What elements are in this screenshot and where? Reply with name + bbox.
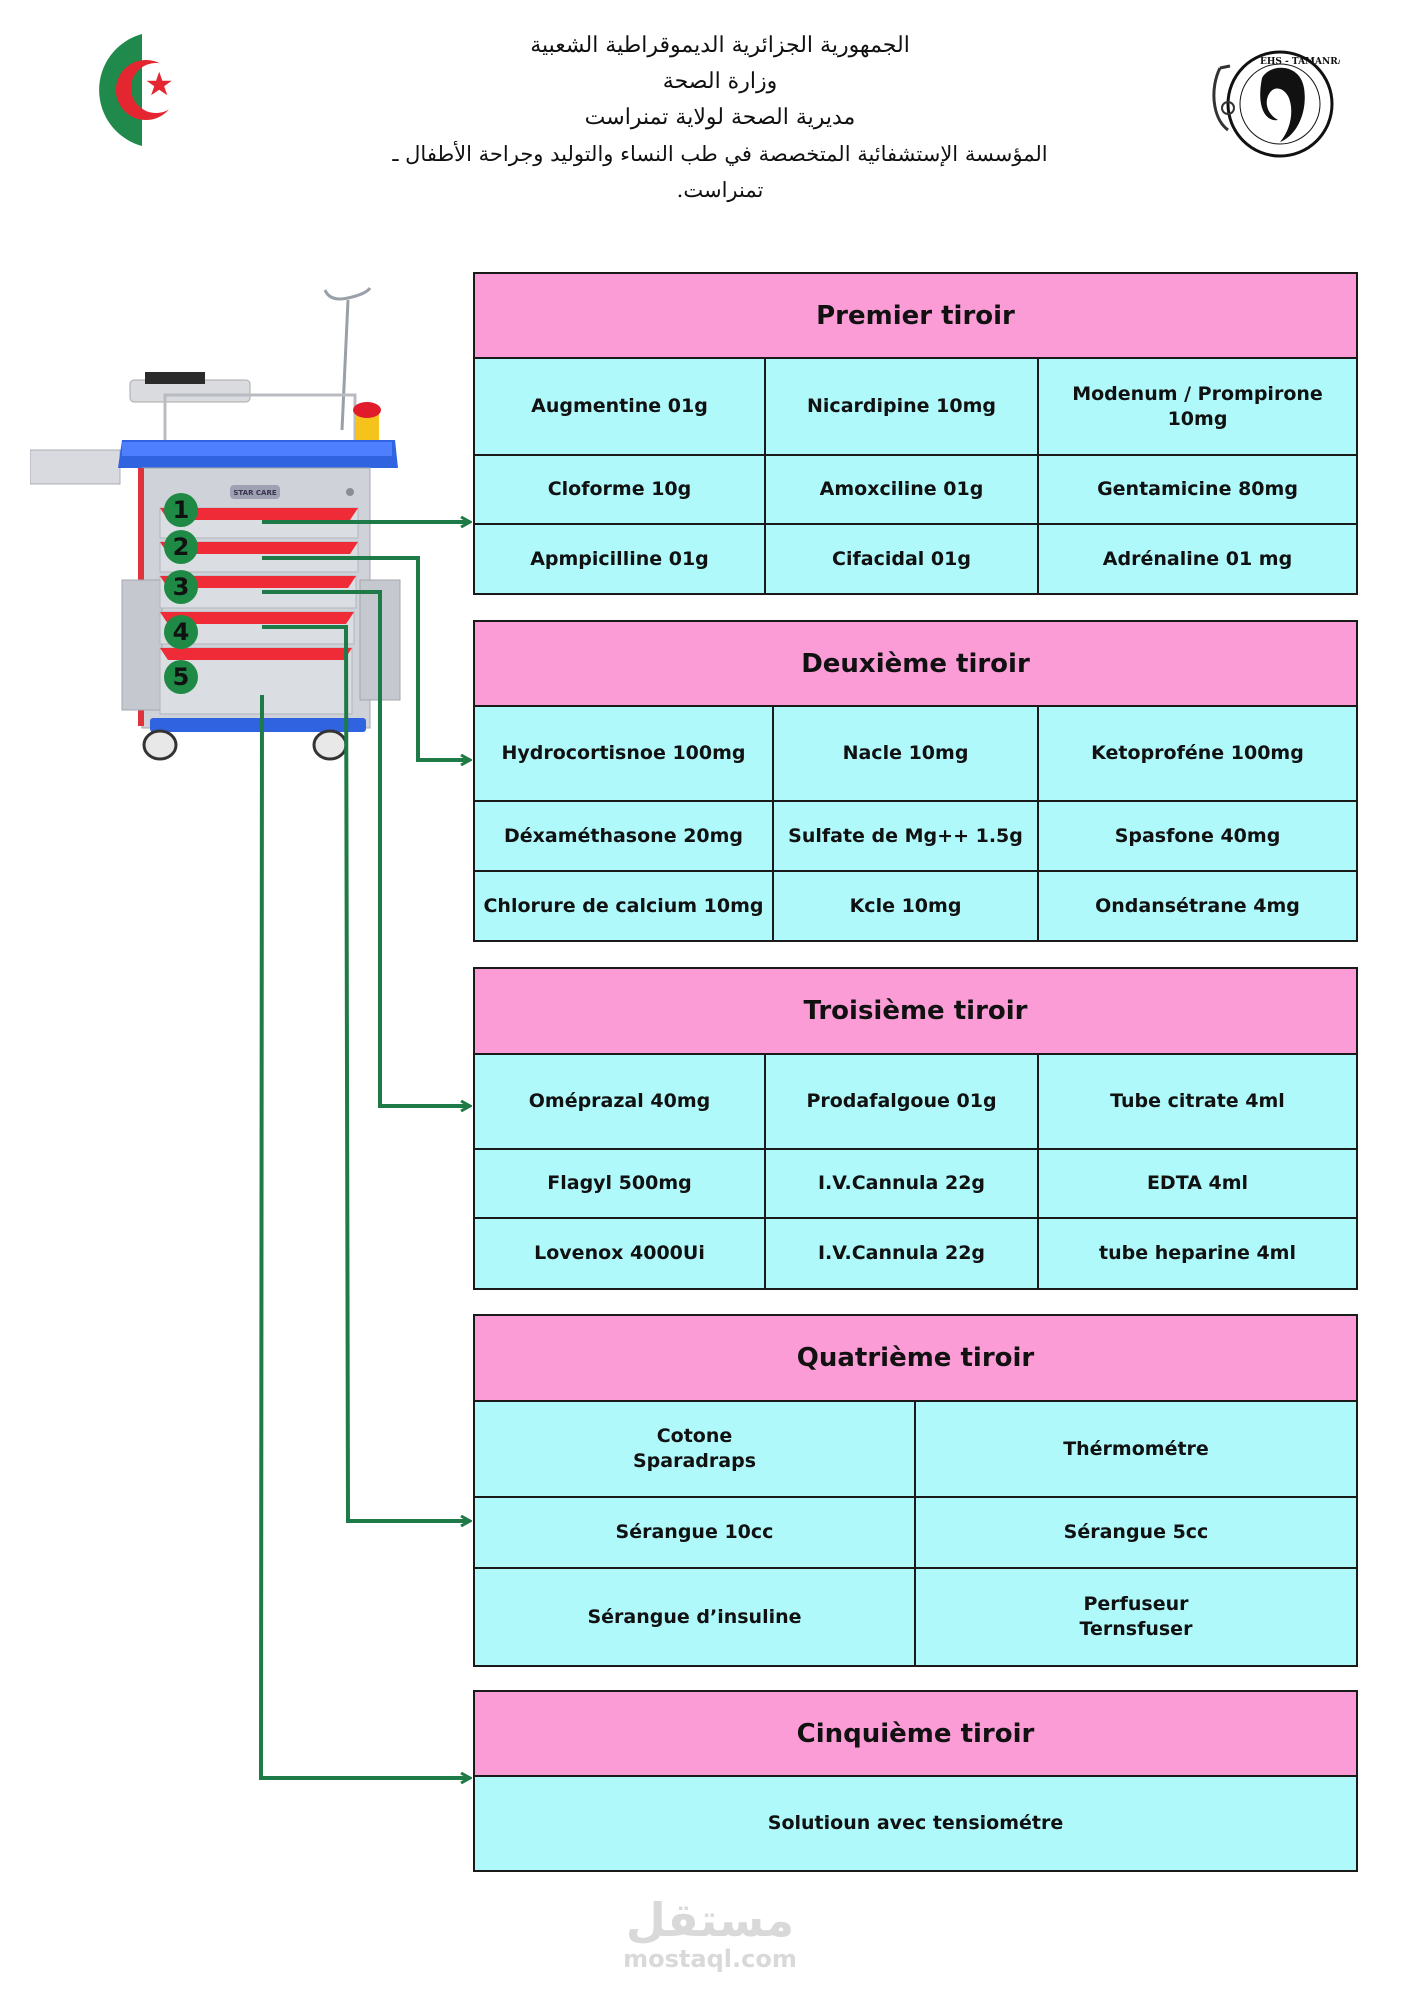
drawer-title: Cinquième tiroir bbox=[475, 1692, 1356, 1777]
brand-label: STAR CARE bbox=[233, 489, 276, 497]
table-cell: Cifacidal 01g bbox=[766, 525, 1039, 593]
table-cell: Thérmométre bbox=[1063, 1437, 1209, 1460]
table-row: Cotone Sparadraps Thérmométre bbox=[475, 1402, 1356, 1498]
table-cell: Prodafalgoue 01g bbox=[766, 1055, 1039, 1148]
table-cell: I.V.Cannula 22g bbox=[766, 1219, 1039, 1288]
table-cell: EDTA 4ml bbox=[1146, 1172, 1249, 1194]
header-line-ministry: وزارة الصحة bbox=[662, 69, 778, 94]
table-cell: Adrénaline 01 mg bbox=[1102, 547, 1293, 570]
table-cell: Lovenox 4000Ui bbox=[475, 1219, 766, 1288]
drawer-badge-2: 2 bbox=[164, 530, 198, 564]
table-cell: Oméprazal 40mg bbox=[475, 1055, 766, 1148]
table-row: Apmpicilline 01g Cifacidal 01g Adrénalin… bbox=[475, 525, 1356, 593]
drawer-badge-5: 5 bbox=[164, 660, 198, 694]
table-cell: Flagyl 500mg bbox=[475, 1150, 766, 1217]
header-line-hospital: المؤسسة الإستشفائية المتخصصة في طب النسا… bbox=[392, 142, 1048, 202]
table-cell: Déxaméthasone 20mg bbox=[475, 802, 774, 870]
table-row: Solutioun avec tensiométre bbox=[475, 1777, 1356, 1870]
ehs-tamanrasset-logo: EHS - TAMANRASSET bbox=[1200, 38, 1371, 168]
header-line-directorate: مديرية الصحة لولاية تمنراست bbox=[584, 105, 856, 130]
table-cell: Sulfate de Mg++ 1.5g bbox=[774, 802, 1039, 870]
table-cell: Augmentine 01g bbox=[475, 359, 766, 454]
table-cell: Kcle 10mg bbox=[774, 872, 1039, 940]
table-cell: Sérangue 5cc bbox=[1063, 1521, 1209, 1543]
drawer-title: Troisième tiroir bbox=[475, 969, 1356, 1055]
table-cell: Gentamicine 80mg bbox=[1097, 478, 1298, 500]
mostaql-watermark: مستقل mostaql.com bbox=[560, 1895, 860, 1973]
header-line-republic: الجمهورية الجزائرية الديموقراطية الشعبية bbox=[530, 33, 910, 58]
table-cell: Sérangue 10cc bbox=[475, 1498, 916, 1567]
drawer-table-1: Premier tiroir Augmentine 01g Nicardipin… bbox=[473, 272, 1358, 595]
table-cell: tube heparine 4ml bbox=[1099, 1242, 1296, 1264]
table-cell: Perfuseur Ternsfuser bbox=[1079, 1593, 1193, 1640]
drawer-badge-3: 3 bbox=[164, 570, 198, 604]
table-cell: Ondansétrane 4mg bbox=[1095, 894, 1300, 917]
table-cell: Apmpicilline 01g bbox=[475, 525, 766, 593]
connector-drawer-3 bbox=[262, 590, 470, 1106]
table-cell: Chlorure de calcium 10mg bbox=[475, 872, 774, 940]
connector-drawer-5 bbox=[258, 694, 470, 1778]
table-row: Flagyl 500mg I.V.Cannula 22g EDTA 4ml bbox=[475, 1150, 1356, 1219]
table-cell: Amoxciline 01g bbox=[766, 456, 1039, 523]
emergency-trolley-image: STAR CARE 1 2 3 4 5 bbox=[29, 280, 460, 780]
table-cell: Sérangue d’insuline bbox=[475, 1569, 916, 1665]
institution-header: الجمهورية الجزائرية الديموقراطية الشعبية… bbox=[370, 28, 1070, 208]
table-cell: Solutioun avec tensiométre bbox=[767, 1812, 1064, 1834]
table-cell: Cotone Sparadraps bbox=[475, 1402, 916, 1496]
table-row: Hydrocortisnoe 100mg Nacle 10mg Ketoprof… bbox=[475, 707, 1356, 802]
table-cell: Spasfone 40mg bbox=[1114, 824, 1281, 847]
drawer-table-4: Quatrième tiroir Cotone Sparadraps Thérm… bbox=[473, 1314, 1358, 1667]
table-cell: Tube citrate 4ml bbox=[1110, 1090, 1285, 1112]
table-row: Déxaméthasone 20mg Sulfate de Mg++ 1.5g … bbox=[475, 802, 1356, 872]
table-cell: I.V.Cannula 22g bbox=[766, 1150, 1039, 1217]
logo-text: EHS - TAMANRASSET bbox=[1260, 57, 1340, 67]
table-row: Cloforme 10g Amoxciline 01g Gentamicine … bbox=[475, 456, 1356, 525]
watermark-latin: mostaql.com bbox=[623, 1945, 797, 1973]
table-cell: Modenum / Prompirone 10mg bbox=[1072, 382, 1323, 430]
table-cell: Cloforme 10g bbox=[475, 456, 766, 523]
connector-drawer-2 bbox=[262, 556, 470, 760]
drawer-table-3: Troisième tiroir Oméprazal 40mg Prodafal… bbox=[473, 967, 1358, 1290]
table-row: Sérangue d’insuline Perfuseur Ternsfuser bbox=[475, 1569, 1356, 1665]
table-row: Lovenox 4000Ui I.V.Cannula 22g tube hepa… bbox=[475, 1219, 1356, 1288]
connector-drawer-4 bbox=[262, 625, 470, 1521]
watermark-arabic: مستقل bbox=[625, 1893, 795, 1947]
drawer-title: Quatrième tiroir bbox=[475, 1316, 1356, 1402]
table-row: Oméprazal 40mg Prodafalgoue 01g Tube cit… bbox=[475, 1055, 1356, 1150]
drawer-title: Premier tiroir bbox=[475, 274, 1356, 359]
drawer-badge-4: 4 bbox=[164, 615, 198, 649]
table-row: Augmentine 01g Nicardipine 10mg Modenum … bbox=[475, 359, 1356, 456]
drawer-badge-1: 1 bbox=[164, 493, 198, 527]
drawer-table-2: Deuxième tiroir Hydrocortisnoe 100mg Nac… bbox=[473, 620, 1358, 942]
drawer-title: Deuxième tiroir bbox=[475, 622, 1356, 707]
table-cell: Ketoproféne 100mg bbox=[1091, 742, 1304, 764]
drawer-table-5: Cinquième tiroir Solutioun avec tensiomé… bbox=[473, 1690, 1358, 1872]
table-cell: Nicardipine 10mg bbox=[766, 359, 1039, 454]
table-cell: Nacle 10mg bbox=[774, 707, 1039, 800]
table-cell: Hydrocortisnoe 100mg bbox=[475, 707, 774, 800]
table-row: Sérangue 10cc Sérangue 5cc bbox=[475, 1498, 1356, 1569]
table-row: Chlorure de calcium 10mg Kcle 10mg Ondan… bbox=[475, 872, 1356, 940]
